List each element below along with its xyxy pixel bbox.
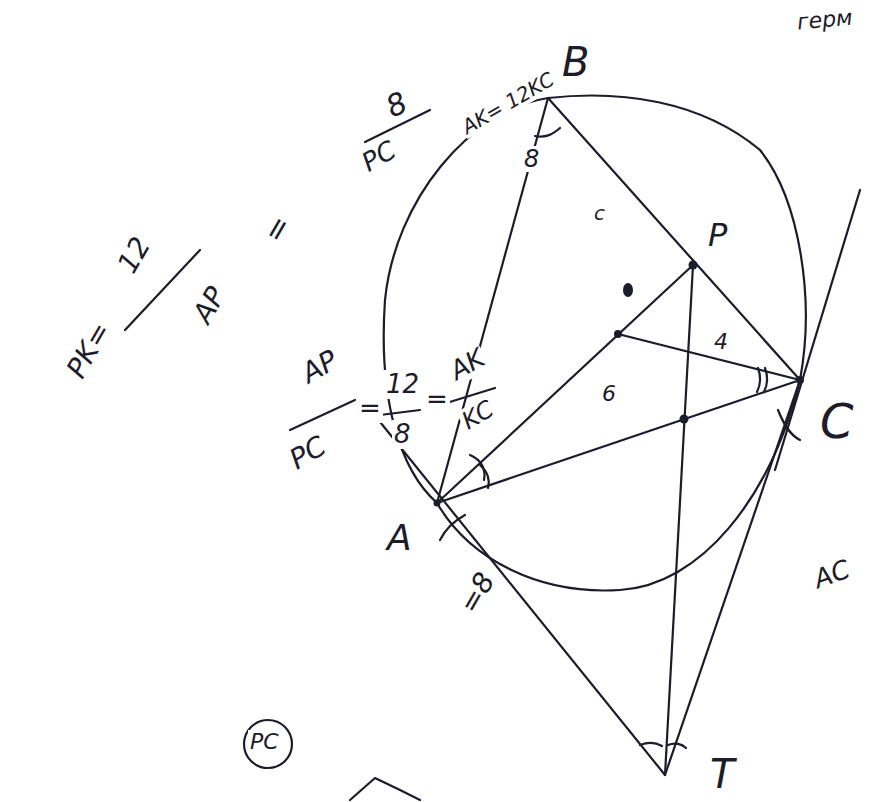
angle-mark <box>778 410 800 440</box>
point <box>680 415 689 424</box>
point <box>434 500 441 507</box>
segment-qc <box>618 334 800 380</box>
formula-text: 8 <box>379 85 414 125</box>
formula-text: AK <box>443 342 491 386</box>
point-label: P <box>706 218 729 253</box>
segment-pt <box>665 265 693 775</box>
segment-ac <box>437 380 800 503</box>
length-label: 6 <box>600 382 618 406</box>
formula-text: = <box>357 394 383 423</box>
point <box>614 330 622 338</box>
point-label: B <box>560 40 591 84</box>
segment-ap <box>437 265 693 503</box>
point-label: C <box>818 395 856 448</box>
note-text: герм <box>794 5 856 34</box>
angle-mark <box>470 455 484 480</box>
point-label: A <box>385 518 414 558</box>
length-label: 4 <box>712 330 730 354</box>
angle-mark <box>757 368 760 392</box>
segment-ab <box>437 98 548 503</box>
angle-mark <box>440 515 465 540</box>
note-text: AC <box>808 554 855 595</box>
tangent-a <box>372 412 665 775</box>
angle-mark <box>668 744 686 748</box>
formula-text: = <box>424 385 450 414</box>
formula-text: KC <box>456 395 500 436</box>
circle-outline <box>384 96 806 591</box>
formula-text: AP <box>295 344 345 391</box>
segment-ct <box>665 380 800 775</box>
point <box>623 283 633 297</box>
tangent-c <box>775 190 860 470</box>
formula-text: PC <box>248 730 281 754</box>
point-label: c <box>592 202 607 224</box>
formula-text: AK= 12KC <box>457 67 560 139</box>
segment-bc <box>548 98 800 380</box>
formula-text: 8 <box>522 146 541 172</box>
fraction-bar <box>290 400 355 430</box>
angle-mark <box>640 743 662 746</box>
angle-mark <box>764 368 767 392</box>
fraction-bar <box>380 410 420 415</box>
formula-text: 12 <box>384 370 421 399</box>
angle-mark <box>535 128 560 137</box>
formula-text: =8 <box>453 566 502 621</box>
point <box>689 261 698 270</box>
formula-text: PK= <box>60 316 118 386</box>
formula-text: PC <box>355 134 402 178</box>
formula-text: 12 <box>112 231 158 281</box>
formula-text: 8 <box>392 420 413 449</box>
point-label: T <box>708 752 736 796</box>
circled-mark <box>244 720 292 768</box>
formula-text: = <box>255 208 298 250</box>
formula-text: AP <box>187 280 234 330</box>
point <box>796 376 804 384</box>
formula-text: PC <box>283 430 333 477</box>
scribble <box>350 778 420 800</box>
